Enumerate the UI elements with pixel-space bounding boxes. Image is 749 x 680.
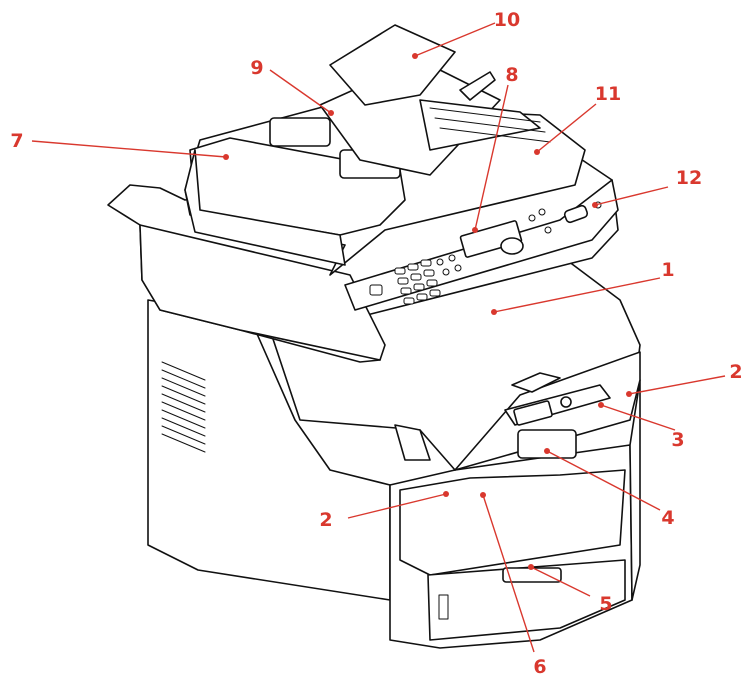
callout-2: 2	[319, 509, 332, 531]
callout-8: 8	[505, 64, 518, 86]
printer-illustration	[107, 24, 641, 649]
callout-3: 3	[671, 429, 684, 451]
start-button	[563, 204, 589, 224]
callout-10: 10	[494, 9, 520, 31]
lcd-display	[459, 220, 523, 258]
side-vent	[161, 361, 206, 453]
printer-body-right-side	[629, 379, 641, 601]
document-output-stacker	[419, 99, 551, 151]
paper-stopper	[459, 71, 496, 101]
keypad	[369, 201, 602, 305]
multipurpose-tray-door	[399, 469, 626, 576]
callout-5: 5	[599, 593, 612, 615]
paper-tray	[427, 559, 626, 641]
printer-panel-button	[560, 396, 572, 408]
callout-6: 6	[533, 656, 546, 678]
front-cover-handle	[517, 429, 577, 459]
callout-2: 2	[729, 361, 742, 383]
paper-level-gauge	[438, 594, 449, 620]
callout-1: 1	[661, 259, 674, 281]
printer-lcd	[513, 400, 553, 426]
top-cover-release	[511, 372, 561, 393]
navigation-key	[500, 237, 524, 255]
adf-cover-front	[184, 149, 346, 266]
paper-tray-handle	[502, 567, 562, 583]
tray-extension	[329, 24, 456, 106]
leader-dots	[223, 53, 632, 570]
callout-9: 9	[250, 57, 263, 79]
document-guide-left	[269, 117, 331, 147]
leader-lines	[31, 22, 726, 653]
callout-12: 12	[676, 167, 702, 189]
callout-11: 11	[595, 83, 621, 105]
callout-labels: 1 2 2 3 4 5 6 7 8 9 10 11 12	[10, 9, 742, 678]
callout-4: 4	[661, 507, 674, 529]
callout-7: 7	[10, 130, 23, 152]
side-latch	[394, 424, 431, 461]
